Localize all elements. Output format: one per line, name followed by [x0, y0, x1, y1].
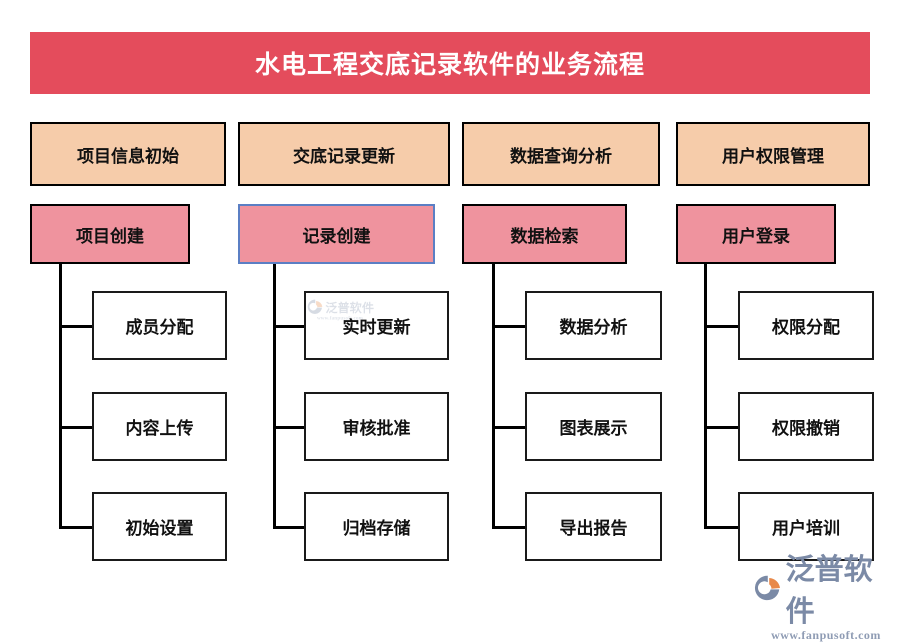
level1-node-2[interactable]: 交底记录更新	[238, 122, 450, 186]
level2-node-2[interactable]: 记录创建	[238, 204, 435, 264]
leaf-node-4-1[interactable]: 权限分配	[738, 291, 874, 360]
flowchart-canvas: 水电工程交底记录软件的业务流程 项目信息初始 项目创建 成员分配 内容上传 初始…	[30, 32, 881, 642]
branch-line-2-1	[273, 325, 305, 328]
branch-line-1-2	[59, 426, 93, 429]
page-title-banner: 水电工程交底记录软件的业务流程	[30, 32, 870, 94]
level1-node-4[interactable]: 用户权限管理	[676, 122, 870, 186]
brand-url: www.fanpusoft.com	[771, 628, 881, 642]
leaf-node-3-3[interactable]: 导出报告	[525, 492, 662, 561]
trunk-line-1	[59, 264, 62, 528]
trunk-line-4	[704, 264, 707, 528]
branch-line-3-3	[492, 526, 526, 529]
leaf-node-4-3[interactable]: 用户培训	[738, 492, 874, 561]
leaf-node-4-2[interactable]: 权限撤销	[738, 392, 874, 461]
leaf-node-2-1[interactable]: 实时更新	[304, 291, 449, 360]
leaf-node-2-2[interactable]: 审核批准	[304, 392, 449, 461]
branch-line-4-2	[704, 426, 739, 429]
branch-line-1-1	[59, 325, 93, 328]
page-title: 水电工程交底记录软件的业务流程	[254, 51, 645, 79]
level1-node-1[interactable]: 项目信息初始	[30, 122, 226, 186]
branch-line-3-1	[492, 325, 526, 328]
trunk-line-3	[492, 264, 495, 528]
leaf-node-1-3[interactable]: 初始设置	[92, 492, 227, 561]
branch-line-4-3	[704, 526, 739, 529]
branch-line-3-2	[492, 426, 526, 429]
branch-line-2-2	[273, 426, 305, 429]
leaf-node-1-2[interactable]: 内容上传	[92, 392, 227, 461]
trunk-line-2	[273, 264, 276, 528]
branch-line-4-1	[704, 325, 739, 328]
brand-mark-icon	[754, 575, 780, 601]
branch-line-1-3	[59, 526, 93, 529]
level1-node-3[interactable]: 数据查询分析	[462, 122, 660, 186]
leaf-node-2-3[interactable]: 归档存储	[304, 492, 449, 561]
branch-line-2-3	[273, 526, 305, 529]
level2-node-3[interactable]: 数据检索	[462, 204, 627, 264]
level2-node-4[interactable]: 用户登录	[676, 204, 836, 264]
leaf-node-3-1[interactable]: 数据分析	[525, 291, 662, 360]
level2-node-1[interactable]: 项目创建	[30, 204, 190, 264]
leaf-node-1-1[interactable]: 成员分配	[92, 291, 227, 360]
leaf-node-3-2[interactable]: 图表展示	[525, 392, 662, 461]
